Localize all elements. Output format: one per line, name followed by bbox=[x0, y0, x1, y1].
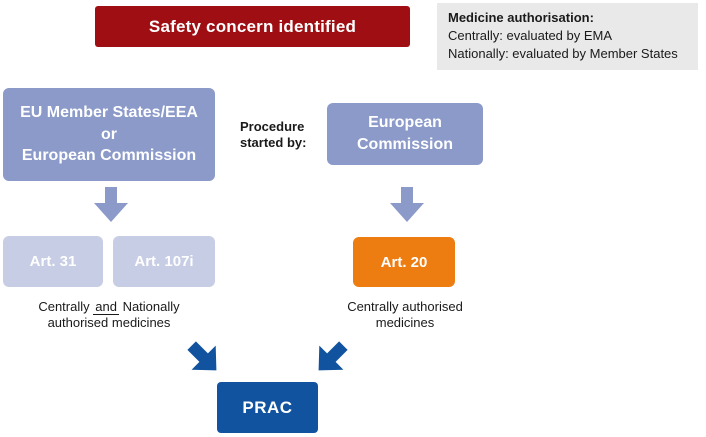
left-caption-line2: authorised medicines bbox=[47, 314, 171, 330]
note-line-centrally: Centrally: evaluated by EMA bbox=[448, 27, 613, 43]
european-commission-line2: Commission bbox=[356, 136, 453, 153]
down-arrow-icon bbox=[93, 187, 129, 223]
procedure-label-line2: started by: bbox=[240, 135, 307, 151]
left-caption-line1: Centrally and Nationally bbox=[38, 299, 180, 315]
note-line-nationally: Nationally: evaluated by Member States bbox=[448, 45, 678, 61]
note-title: Medicine authorisation: bbox=[448, 10, 594, 25]
art-20-box: Art. 20 bbox=[353, 237, 455, 287]
eu-member-states-line3: European Commission bbox=[21, 147, 197, 165]
eu-member-states-line2: or bbox=[101, 125, 117, 143]
procedure-started-by-label: Procedure started by: bbox=[240, 119, 306, 152]
procedure-label-line1: Procedure bbox=[240, 119, 305, 134]
underlined-and: and bbox=[93, 299, 119, 315]
right-caption-line1: Centrally authorised bbox=[347, 299, 463, 314]
prac-box: PRAC bbox=[217, 382, 318, 433]
eu-member-states-box: EU Member States/EEA or European Commiss… bbox=[3, 88, 215, 181]
eu-member-states-line1: EU Member States/EEA bbox=[20, 104, 198, 122]
art-107i-box: Art. 107i bbox=[113, 236, 215, 287]
down-arrow-icon bbox=[389, 187, 425, 223]
down-right-arrow-icon bbox=[187, 341, 218, 372]
european-commission-box: European Commission bbox=[327, 103, 483, 165]
safety-concern-box: Safety concern identified bbox=[95, 6, 410, 47]
art-31-box: Art. 31 bbox=[3, 236, 103, 287]
medicine-authorisation-note: Medicine authorisation: Centrally: evalu… bbox=[437, 3, 698, 70]
right-branch-caption: Centrally authorised medicines bbox=[319, 299, 491, 331]
left-branch-caption: Centrally and Nationally authorised medi… bbox=[0, 299, 218, 331]
right-caption-line2: medicines bbox=[375, 314, 435, 330]
down-left-arrow-icon bbox=[317, 341, 348, 372]
european-commission-line1: European bbox=[368, 114, 442, 132]
